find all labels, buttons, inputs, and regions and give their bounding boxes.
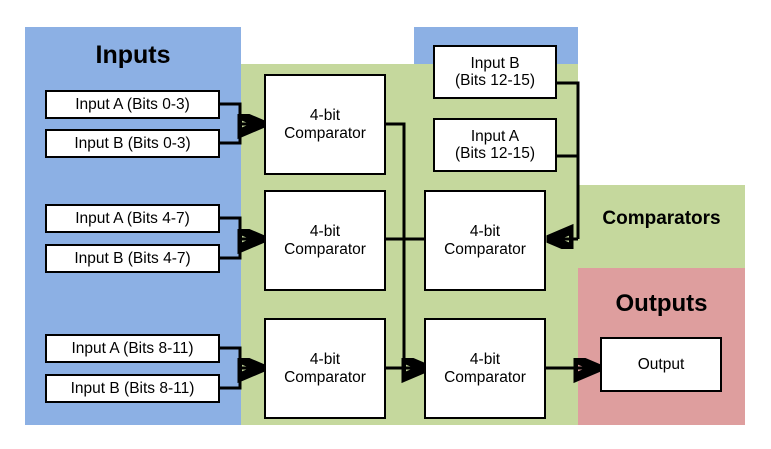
input-box-b-4-7[interactable]: Input B (Bits 4-7)	[45, 244, 220, 273]
input-box-a-4-7[interactable]: Input A (Bits 4-7)	[45, 204, 220, 233]
output-box-label: Output	[637, 355, 685, 373]
region-comparators-label-block	[578, 185, 745, 268]
input-box-b-0-3[interactable]: Input B (Bits 0-3)	[45, 129, 220, 158]
comparator-label-line2: Comparator	[284, 368, 366, 386]
input-box-label: Input B (Bits 4-7)	[74, 249, 191, 267]
comparator-label-line1: 4-bit	[309, 351, 341, 369]
comparator-box-0-3[interactable]: 4-bit Comparator	[264, 74, 386, 175]
comparator-box-8-11[interactable]: 4-bit Comparator	[264, 318, 386, 419]
comparator-label-line2: Comparator	[284, 240, 366, 258]
region-title-outputs: Outputs	[615, 290, 708, 317]
comparator-box-4-7[interactable]: 4-bit Comparator	[264, 190, 386, 291]
region-title-comparators: Comparators	[602, 208, 721, 229]
input-box-label-line2: (Bits 12-15)	[454, 145, 536, 162]
comparator-label-line2: Comparator	[444, 240, 526, 258]
comparator-label-line1: 4-bit	[309, 107, 341, 125]
input-box-label-line1: Input B	[470, 54, 520, 72]
input-box-label-line2: (Bits 12-15)	[454, 72, 536, 89]
comparator-box-final[interactable]: 4-bit Comparator	[424, 318, 546, 419]
comparator-label-line1: 4-bit	[469, 223, 501, 241]
region-title-inputs: Inputs	[95, 40, 171, 69]
input-box-label: Input B (Bits 8-11)	[70, 379, 195, 397]
input-box-label: Input A (Bits 4-7)	[75, 209, 190, 227]
input-box-b-12-15[interactable]: Input B (Bits 12-15)	[433, 45, 557, 99]
input-box-a-8-11[interactable]: Input A (Bits 8-11)	[45, 334, 220, 363]
comparator-box-12-15[interactable]: 4-bit Comparator	[424, 190, 546, 291]
comparator-label-line2: Comparator	[444, 368, 526, 386]
input-box-label: Input A (Bits 0-3)	[75, 95, 190, 113]
comparator-label-line1: 4-bit	[469, 351, 501, 369]
comparator-label-line2: Comparator	[284, 124, 366, 142]
output-box[interactable]: Output	[600, 337, 722, 392]
input-box-a-12-15[interactable]: Input A (Bits 12-15)	[433, 118, 557, 172]
input-box-b-8-11[interactable]: Input B (Bits 8-11)	[45, 374, 220, 403]
input-box-label-line1: Input A	[470, 127, 520, 145]
input-box-a-0-3[interactable]: Input A (Bits 0-3)	[45, 90, 220, 119]
input-box-label: Input B (Bits 0-3)	[74, 134, 191, 152]
comparator-label-line1: 4-bit	[309, 223, 341, 241]
input-box-label: Input A (Bits 8-11)	[71, 339, 194, 357]
